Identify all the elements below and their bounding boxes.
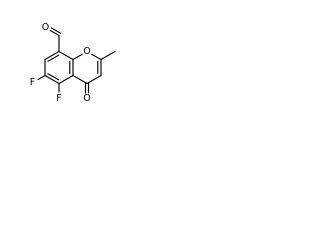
bond-c2-methyl — [100, 50, 116, 61]
chemical-structure: O O F F O — [30, 22, 116, 104]
bond-c5-c4a — [58, 74, 74, 85]
ring-oxygen-label: O — [83, 46, 90, 57]
ketone-oxygen-label: O — [83, 93, 90, 104]
bond-o1-c2 — [91, 53, 102, 61]
bond-c8a-o1 — [72, 53, 83, 61]
fluorine-6-label: F — [30, 77, 35, 88]
bond-c3-c4 — [86, 74, 102, 85]
bond-c8-c7-inner — [47, 54, 60, 62]
bond-c8-c7 — [44, 50, 60, 61]
bond-c8a-c8 — [58, 50, 74, 61]
bond-cho-o — [49, 29, 60, 37]
fluorine-5-label: F — [56, 93, 61, 104]
bond-cho-o-second — [50, 27, 61, 34]
aldehyde-oxygen-label: O — [42, 22, 49, 33]
bond-c6-f — [37, 74, 46, 81]
bond-c6-c5-inner — [47, 73, 60, 81]
bond-c6-c5 — [44, 74, 60, 85]
bond-c4-c4a — [72, 74, 88, 85]
